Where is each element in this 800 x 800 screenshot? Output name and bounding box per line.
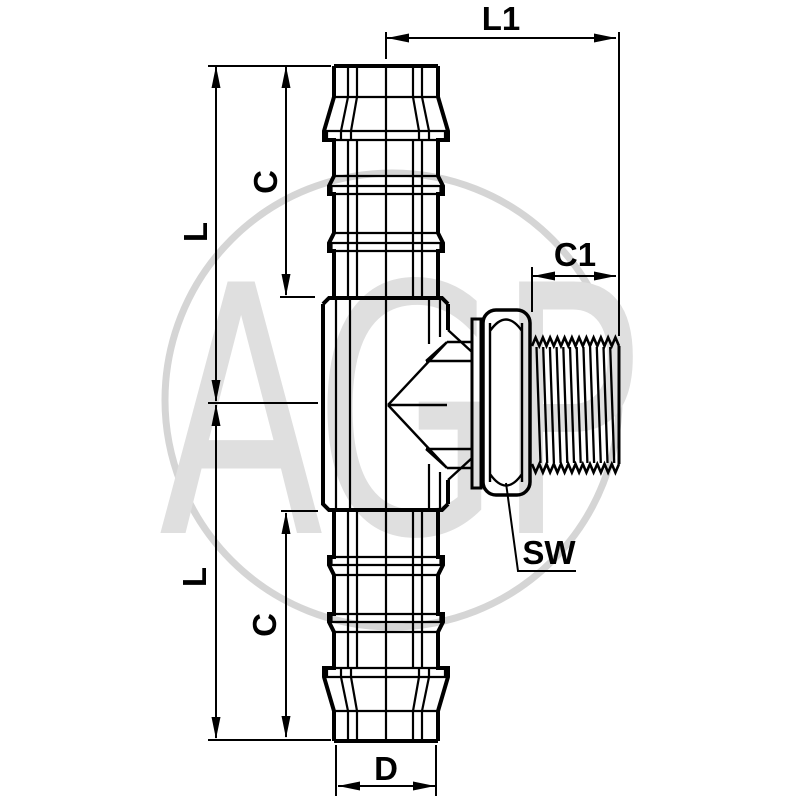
watermark-text: AGP (159, 214, 636, 615)
hex-facet-lines (488, 318, 524, 487)
l1-extension-lines (385, 32, 620, 336)
dimension-c-lower: C (246, 510, 318, 738)
port-neck-lines (426, 329, 473, 481)
dimension-c1: C1 (531, 236, 616, 312)
l1-arrow-left (387, 33, 409, 43)
fitting-drawing (321, 64, 621, 743)
bore-cone-lines (387, 341, 448, 469)
c-upper-arrow-top (281, 66, 291, 88)
c-lower-arrow-bottom (281, 716, 291, 738)
d-arrow-right (413, 781, 435, 791)
d-label: D (374, 750, 398, 787)
body-surface-lines (334, 298, 442, 510)
dimension-annotations: L1 C1 L C (176, 0, 620, 796)
callout-sw: SW (505, 482, 576, 572)
c-upper-arrow-bottom (281, 274, 291, 296)
c1-arrow-left (533, 271, 555, 281)
d-arrow-left (338, 781, 360, 791)
l-lower-label: L (176, 567, 213, 587)
l1-label: L1 (482, 0, 521, 37)
collar-washer (470, 317, 483, 490)
dimension-l1: L1 (385, 0, 620, 336)
c1-arrow-right (594, 271, 616, 281)
l-upper-extension-lines (208, 65, 331, 404)
dimension-c-upper: C (247, 66, 315, 298)
c-lower-label: C (246, 613, 283, 637)
l-lower-arrow-top (211, 404, 221, 426)
l-upper-arrow-top (211, 66, 221, 88)
l-lower-arrow-bottom (211, 717, 221, 739)
top-barb-surface-lines (325, 66, 447, 298)
thread-crest-top (530, 334, 621, 350)
d-extension-lines (335, 745, 437, 796)
dimension-l-lower: L (176, 404, 331, 741)
hex-nut (481, 308, 532, 497)
sw-leader-line (505, 482, 576, 572)
c-lower-arrow-top (281, 512, 291, 534)
bottom-barb-surface-lines (325, 510, 447, 741)
watermark: AGP (159, 169, 641, 631)
sw-label: SW (522, 534, 576, 571)
thread-crest-bottom (530, 460, 621, 476)
c-upper-label: C (247, 170, 284, 194)
thread-hatching (535, 346, 616, 464)
dimension-d: D (335, 745, 437, 796)
l-upper-label: L (177, 222, 214, 242)
threaded-branch (470, 308, 621, 497)
l-upper-arrow-bottom (211, 380, 221, 402)
l1-arrow-right (594, 33, 616, 43)
c1-label: C1 (554, 236, 596, 273)
dimension-l-upper: L (177, 65, 331, 404)
